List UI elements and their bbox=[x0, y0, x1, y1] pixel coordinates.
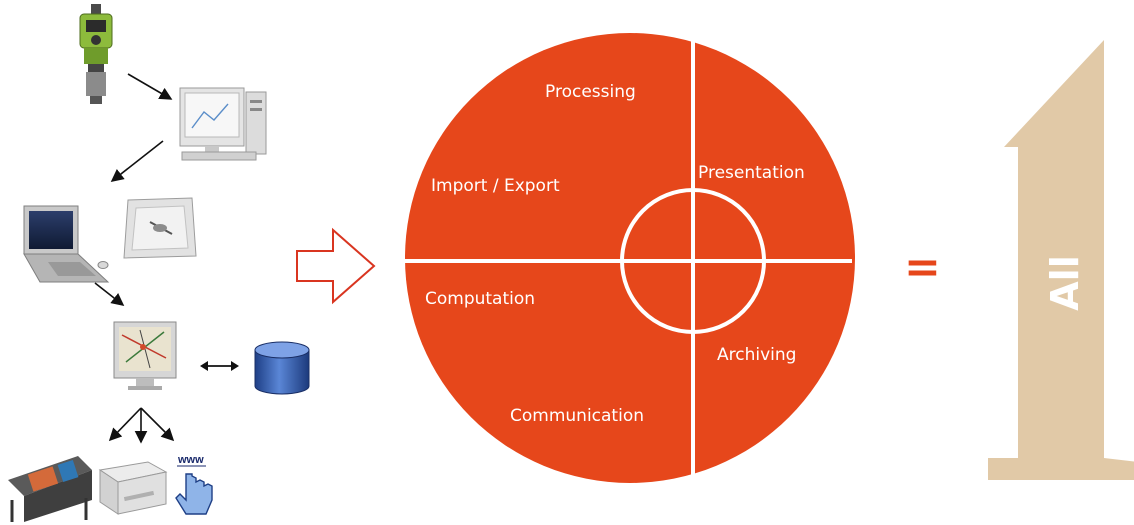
functions-wheel: Processing Import / Export Presentation … bbox=[404, 30, 855, 483]
segment-label-archiving: Archiving bbox=[717, 345, 796, 365]
flow-arrow-2 bbox=[110, 140, 164, 182]
laptop-computer-icon bbox=[23, 205, 110, 283]
wheel-center-ring bbox=[620, 188, 766, 334]
www-hand-cursor-icon: www bbox=[175, 454, 213, 515]
hollow-arrow bbox=[296, 227, 376, 305]
database-icon bbox=[254, 341, 310, 395]
segment-label-communication: Communication bbox=[510, 406, 644, 426]
all-label: All bbox=[1043, 255, 1087, 310]
www-label: www bbox=[177, 454, 204, 466]
equals-sign: = bbox=[904, 242, 941, 293]
distribution-arrows bbox=[108, 407, 175, 444]
segment-label-computation: Computation bbox=[425, 289, 535, 309]
laser-printer-icon bbox=[98, 461, 168, 515]
monitor-with-map-icon bbox=[113, 321, 177, 390]
tablet-icon bbox=[123, 197, 197, 259]
number-one-shape bbox=[988, 40, 1134, 480]
number-one-graphic: All bbox=[988, 40, 1134, 480]
sync-arrow bbox=[200, 361, 239, 371]
segment-label-import-export: Import / Export bbox=[431, 176, 560, 196]
total-station-icon bbox=[79, 4, 113, 104]
desktop-computer-icon bbox=[179, 87, 267, 161]
plotter-icon bbox=[8, 456, 92, 522]
wheel-disc bbox=[405, 33, 855, 483]
segment-label-presentation: Presentation bbox=[698, 163, 805, 183]
workflow-column: www bbox=[8, 4, 310, 522]
flow-arrow-1 bbox=[127, 73, 173, 100]
flow-arrow-3 bbox=[94, 282, 125, 306]
segment-label-processing: Processing bbox=[545, 82, 636, 102]
